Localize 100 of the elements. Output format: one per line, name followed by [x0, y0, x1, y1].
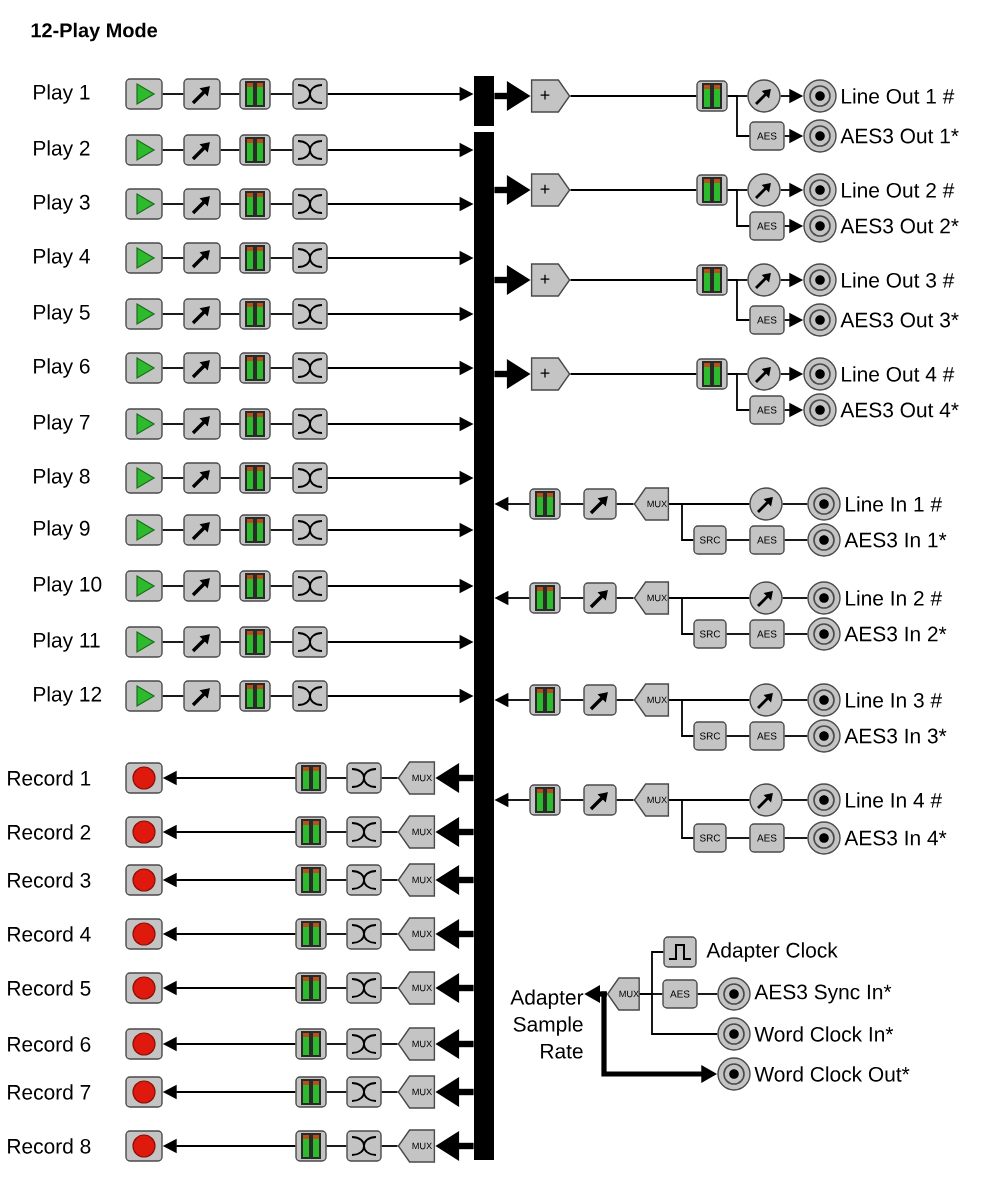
level-meter-icon — [239, 514, 271, 546]
jack-icon — [807, 523, 841, 557]
connector-line — [668, 699, 695, 737]
connector-line — [380, 987, 399, 989]
connector-line — [569, 373, 698, 375]
channel-label: Play 10 — [34, 576, 102, 596]
connector-line — [161, 367, 185, 369]
crossover-icon — [346, 864, 382, 896]
connector-line — [269, 257, 294, 259]
play-icon — [125, 408, 163, 440]
connector-line — [615, 699, 635, 701]
connector-line — [726, 189, 751, 227]
connector-line — [269, 477, 294, 479]
port-label: Word Clock Out* — [754, 1066, 910, 1082]
play-icon — [125, 298, 163, 330]
jack-icon — [807, 487, 841, 521]
jack-icon — [803, 79, 837, 113]
play-icon — [125, 462, 163, 494]
square-wave-icon — [663, 936, 697, 968]
knob-icon — [749, 683, 783, 717]
level-meter-icon — [239, 134, 271, 166]
connector-line — [569, 189, 698, 191]
connector-line — [781, 699, 809, 701]
channel-label: Play 11 — [34, 632, 100, 652]
level-meter-icon — [239, 680, 271, 712]
port-label: Adapter Clock — [706, 942, 838, 962]
channel-label: Play 6 — [34, 358, 90, 378]
level-meter-icon — [295, 864, 327, 896]
text-label: Adapter Sample Rate — [510, 989, 584, 1059]
port-label: Line Out 2 # — [842, 182, 955, 198]
channel-label: Record 6 — [8, 1036, 91, 1052]
level-meter-icon — [239, 462, 271, 494]
play-icon — [125, 626, 163, 658]
port-label: Line Out 4 # — [842, 366, 955, 382]
channel-label: Play 3 — [34, 194, 90, 214]
level-meter-icon — [295, 762, 327, 794]
connector-line — [161, 203, 185, 205]
connector-line — [380, 777, 399, 779]
jack-icon — [803, 173, 837, 207]
connector-line — [781, 503, 809, 505]
level-meter-icon — [696, 264, 728, 296]
connector-line — [161, 641, 185, 643]
connector-line — [219, 641, 241, 643]
crossover-icon — [346, 816, 382, 848]
connector-line — [380, 1043, 399, 1045]
port-label: AES3 Out 3* — [840, 312, 959, 328]
connector-line — [783, 735, 809, 737]
crossover-icon — [292, 134, 328, 166]
knob-icon — [747, 357, 781, 391]
channel-label: Play 5 — [34, 304, 90, 324]
connector-line — [325, 831, 348, 833]
port-label: AES3 Sync In* — [754, 984, 892, 1004]
connector-line — [783, 633, 809, 635]
jack-icon — [807, 719, 841, 753]
port-label: AES3 Out 1* — [840, 128, 959, 144]
play-icon — [125, 78, 163, 110]
play-icon — [125, 352, 163, 384]
jack-icon — [717, 1017, 751, 1051]
channel-label: Play 4 — [34, 248, 90, 268]
crossover-icon — [346, 1028, 382, 1060]
connector-line — [569, 279, 698, 281]
level-meter-icon — [295, 1130, 327, 1162]
connector-line — [161, 257, 185, 259]
port-label: Line In 2 # — [846, 590, 942, 606]
connector-line — [219, 313, 241, 315]
connector-line — [559, 799, 585, 801]
port-label: AES3 In 3* — [844, 728, 947, 744]
knob-icon — [747, 173, 781, 207]
level-meter-icon — [239, 408, 271, 440]
connector-line — [161, 313, 185, 315]
connector-line — [269, 93, 294, 95]
connector-line — [325, 879, 348, 881]
level-meter-icon — [696, 358, 728, 390]
connector-line — [269, 585, 294, 587]
connector-line — [559, 503, 585, 505]
channel-label: Play 9 — [34, 520, 90, 540]
connector-line — [161, 477, 185, 479]
port-label: AES3 In 1* — [844, 532, 947, 548]
crossover-icon — [292, 462, 328, 494]
connector-line — [161, 423, 185, 425]
jack-icon — [803, 119, 837, 153]
level-meter-icon — [696, 80, 728, 112]
jack-icon — [717, 977, 751, 1011]
level-meter-icon — [295, 972, 327, 1004]
connector-line — [725, 633, 751, 635]
level-meter-icon — [295, 1076, 327, 1108]
jack-icon — [807, 821, 841, 855]
level-meter-icon — [239, 188, 271, 220]
connector-line — [325, 987, 348, 989]
jack-icon — [717, 1057, 751, 1091]
channel-label: Play 8 — [34, 468, 90, 488]
knob-icon — [749, 783, 783, 817]
record-icon — [125, 762, 163, 794]
channel-label: Record 8 — [8, 1138, 91, 1154]
level-meter-icon — [239, 242, 271, 274]
crossover-icon — [346, 762, 382, 794]
level-meter-icon — [529, 784, 561, 816]
jack-icon — [807, 617, 841, 651]
connector-line — [161, 149, 185, 151]
jack-icon — [807, 581, 841, 615]
